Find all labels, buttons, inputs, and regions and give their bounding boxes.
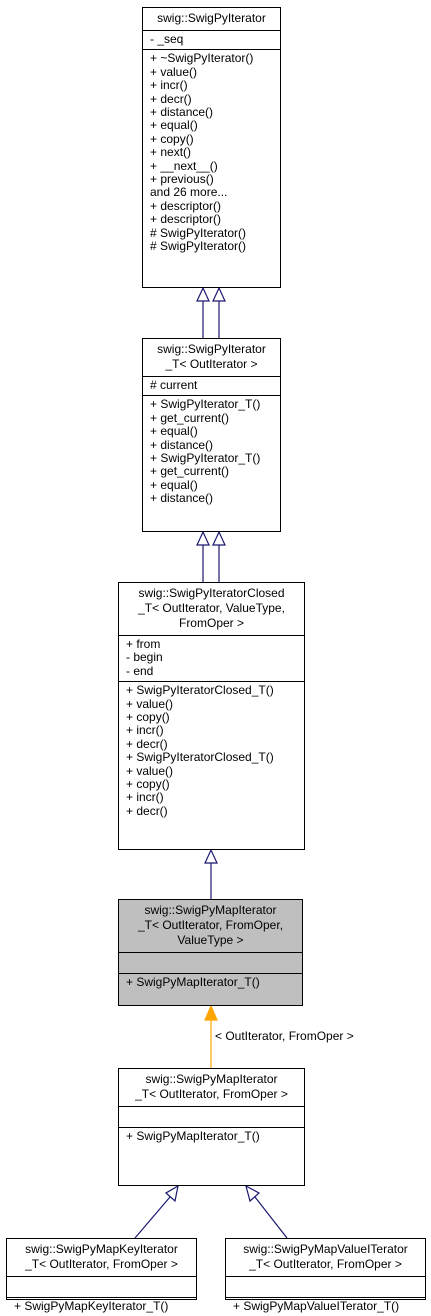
methods-section: + SwigPyMapIterator_T() [119,1128,304,1146]
methods-section: + SwigPyIterator_T()+ get_current()+ equ… [143,396,280,508]
methods-line: + decr() [150,91,192,106]
attributes-line: - begin [126,650,163,665]
attributes-section: - _seq [143,31,280,51]
methods-line: + distance() [150,105,214,120]
methods-line: + equal() [150,118,198,133]
class-title-line: swig::SwigPyMapIterator [145,1072,278,1086]
class-title-line: swig::SwigPyMapValueITerator [243,1242,408,1256]
methods-line: + decr() [126,736,168,751]
methods-line: + copy() [126,777,170,792]
class-title-line: _T< OutIterator, FromOper > [249,1257,402,1271]
template-edge-label: < OutIterator, FromOper > [215,1029,354,1043]
methods-line: and 26 more... [150,185,228,200]
attributes-line: + from [126,637,161,651]
methods-line: + incr() [126,790,164,805]
class-title-line: _T< OutIterator > [165,357,258,371]
methods-line: + value() [126,763,174,778]
class-node-swigpyiteratorclosed-t[interactable]: swig::SwigPyIteratorClosed_T< OutIterato… [118,582,305,850]
template-edge-map2-to-map3 [204,1004,218,1068]
methods-line: + SwigPyIteratorClosed_T() [126,683,274,698]
methods-line: + equal() [150,477,198,492]
class-title-section: swig::SwigPyMapIterator_T< OutIterator, … [119,900,302,953]
methods-line: # SwigPyIterator() [150,225,247,240]
class-node-swigpymapkeyiterator-t[interactable]: swig::SwigPyMapKeyIterator_T< OutIterato… [6,1238,197,1313]
methods-line: + copy() [126,710,170,725]
class-title-line: ValueType > [177,933,244,947]
methods-line: + SwigPyIterator_T() [150,451,261,466]
attributes-line: - _seq [150,32,184,46]
attributes-section: + from- begin- end [119,636,304,683]
class-title-line: swig::SwigPyMapIterator [144,903,277,917]
methods-line: + previous() [150,172,214,187]
attributes-line: - end [126,663,154,678]
class-title-section: swig::SwigPyMapIterator_T< OutIterator, … [119,1069,304,1107]
methods-line: + SwigPyIterator_T() [150,397,261,412]
methods-line: + incr() [150,78,188,93]
attributes-line: # current [150,378,198,392]
class-title-section: swig::SwigPyIteratorClosed_T< OutIterato… [119,583,304,636]
inheritance-edge-closed-to-iterT [196,530,226,582]
methods-line: + copy() [150,131,194,146]
methods-line: + get_current() [150,410,230,425]
attributes-section [119,1107,304,1128]
methods-line: + SwigPyIteratorClosed_T() [126,750,274,765]
class-title-line: swig::SwigPyMapKeyIterator [25,1242,178,1256]
methods-line: + decr() [126,803,168,818]
inheritance-edge-iterT-to-base [196,286,226,338]
class-node-swigpyiterator-t[interactable]: swig::SwigPyIterator_T< OutIterator ># c… [142,338,281,532]
class-title-line: _T< OutIterator, FromOper > [25,1257,178,1271]
inheritance-edge-map3-to-closed [204,848,218,899]
class-title-line: swig::SwigPyIteratorClosed [138,586,285,600]
attributes-section [119,953,302,974]
methods-section: + SwigPyMapIterator_T() [119,974,302,992]
methods-line: + value() [150,64,198,79]
methods-line: + equal() [150,424,198,439]
class-node-swigpymapvalueiterator-t[interactable]: swig::SwigPyMapValueITerator_T< OutItera… [225,1238,426,1313]
inheritance-edge-key-to-map2 [134,1184,179,1239]
class-title-line: _T< OutIterator, FromOper, [137,918,284,932]
methods-line: + descriptor() [150,198,222,213]
attributes-section [226,1277,425,1298]
methods-section: + SwigPyMapValueITerator_T() [226,1298,425,1316]
methods-line: + ~SwigPyIterator() [150,51,254,66]
methods-section: + SwigPyMapKeyIterator_T() [7,1298,196,1316]
class-title-line: _T< OutIterator, FromOper > [135,1087,288,1101]
class-node-swigpymapiterator-t[interactable]: swig::SwigPyMapIterator_T< OutIterator, … [118,1068,305,1186]
class-title-section: swig::SwigPyMapValueITerator_T< OutItera… [226,1239,425,1277]
methods-line: + next() [150,145,192,160]
methods-line: + __next__() [150,158,218,173]
methods-line: + get_current() [150,464,230,479]
attributes-section [7,1277,196,1298]
class-node-swigpyiterator[interactable]: swig::SwigPyIterator- _seq+ ~SwigPyItera… [142,7,281,288]
class-title-line: swig::SwigPyIterator [157,11,266,25]
class-title-section: swig::SwigPyIterator [143,8,280,31]
inheritance-edge-val-to-map2 [245,1184,288,1239]
class-node-swigpymapiterator-t-current[interactable]: swig::SwigPyMapIterator_T< OutIterator, … [118,899,303,1006]
methods-line: + SwigPyMapIterator_T() [126,975,260,989]
methods-line: # SwigPyIterator() [150,239,247,254]
methods-line: + distance() [150,491,214,506]
methods-line: + descriptor() [150,212,222,227]
methods-line: + value() [126,696,174,711]
class-title-line: _T< OutIterator, ValueType, [138,601,285,615]
class-title-line: FromOper > [178,616,244,630]
methods-line: + SwigPyMapIterator_T() [126,1129,260,1143]
attributes-section: # current [143,377,280,397]
methods-section: + SwigPyIteratorClosed_T()+ value()+ cop… [119,682,304,821]
class-title-section: swig::SwigPyMapKeyIterator_T< OutIterato… [7,1239,196,1277]
class-title-line: swig::SwigPyIterator [157,342,266,356]
class-title-section: swig::SwigPyIterator_T< OutIterator > [143,339,280,377]
methods-line: + incr() [126,723,164,738]
methods-line: + distance() [150,437,214,452]
methods-section: + ~SwigPyIterator()+ value()+ incr()+ de… [143,50,280,256]
